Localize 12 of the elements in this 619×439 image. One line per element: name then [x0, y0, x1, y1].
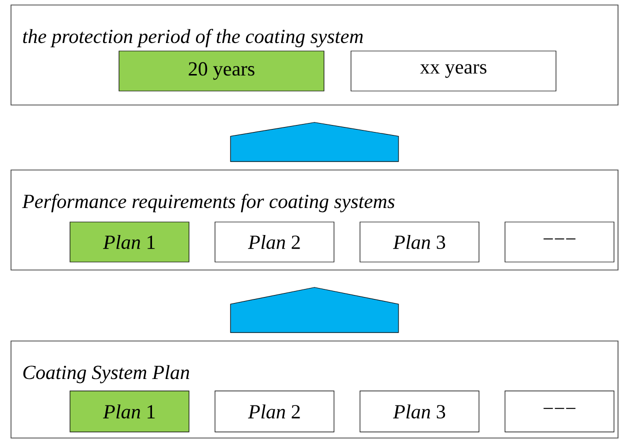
option-box: xx years: [350, 50, 556, 92]
arrow: [230, 287, 399, 333]
option-box: Plan 1: [70, 390, 190, 432]
option-box: Plan 2: [214, 390, 334, 432]
option-box: −−−: [504, 390, 614, 432]
option-box: 20 years: [118, 50, 324, 92]
option-box: Plan 2: [214, 222, 334, 262]
option-box: −−−: [504, 222, 614, 262]
option-box: Plan 3: [360, 390, 480, 432]
option-box: Plan 3: [360, 222, 480, 262]
option-box: Plan 1: [70, 222, 190, 262]
arrow: [230, 122, 399, 162]
